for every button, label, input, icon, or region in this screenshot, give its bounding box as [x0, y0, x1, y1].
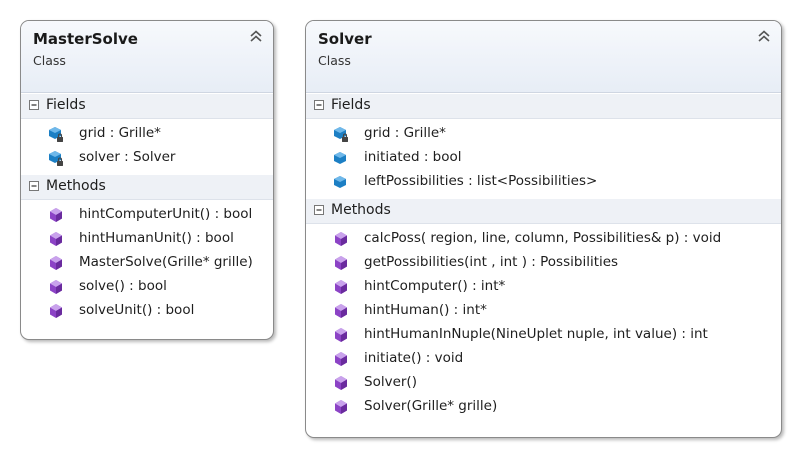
member-text: Solver() — [364, 374, 417, 390]
member-text: initiated : bool — [364, 149, 462, 165]
field-icon — [334, 176, 346, 188]
method-icon — [335, 400, 347, 414]
member-item[interactable]: initiated : bool — [306, 146, 781, 170]
member-item[interactable]: hintComputerUnit() : bool — [21, 203, 273, 227]
field-icon — [334, 152, 346, 164]
member-item[interactable]: grid : Grille* — [21, 122, 273, 146]
member-item[interactable]: MasterSolve(Grille* grille) — [21, 251, 273, 275]
member-text: hintHumanInNuple(NineUplet nuple, int va… — [364, 326, 708, 342]
private-field-icon — [49, 151, 63, 166]
member-item[interactable]: Solver() — [306, 371, 781, 395]
member-text: grid : Grille* — [364, 125, 446, 141]
method-icon — [335, 352, 347, 366]
member-text: getPossibilities(int , int ) : Possibili… — [364, 254, 619, 270]
method-icon — [50, 208, 62, 222]
member-item[interactable]: Solver(Grille* grille) — [306, 395, 781, 419]
method-icon — [335, 376, 347, 390]
member-item[interactable]: hintHuman() : int* — [306, 299, 781, 323]
class-header[interactable]: MasterSolve Class — [21, 21, 273, 93]
method-icon — [50, 232, 62, 246]
class-kind: Class — [318, 53, 351, 68]
collapse-toggle-icon[interactable] — [314, 205, 324, 215]
member-item[interactable]: getPossibilities(int , int ) : Possibili… — [306, 251, 781, 275]
class-name: MasterSolve — [33, 30, 138, 48]
member-item[interactable]: solver : Solver — [21, 146, 273, 170]
section-label: Methods — [331, 202, 391, 218]
member-item[interactable]: initiate() : void — [306, 347, 781, 371]
class-name: Solver — [318, 30, 372, 48]
class-header[interactable]: Solver Class — [306, 21, 781, 93]
member-list: grid : Grille* solver : Solver — [21, 119, 273, 174]
method-icon — [335, 304, 347, 318]
collapse-toggle-icon[interactable] — [29, 100, 39, 110]
section-label: Fields — [331, 97, 371, 113]
methods-section-header[interactable]: Methods — [21, 174, 273, 200]
method-icon — [50, 280, 62, 294]
class-kind: Class — [33, 53, 66, 68]
method-icon — [335, 328, 347, 342]
methods-section-header[interactable]: Methods — [306, 198, 781, 224]
collapse-toggle-icon[interactable] — [314, 100, 324, 110]
method-icon — [335, 280, 347, 294]
member-list: hintComputerUnit() : bool hintHumanUnit(… — [21, 200, 273, 327]
section-label: Methods — [46, 178, 106, 194]
collapse-icon[interactable] — [757, 29, 771, 43]
member-text: grid : Grille* — [79, 125, 161, 141]
member-item[interactable]: hintComputer() : int* — [306, 275, 781, 299]
member-list: calcPoss( region, line, column, Possibil… — [306, 224, 781, 423]
fields-section: Fields grid : Grille* initiated : bool — [306, 93, 781, 198]
member-list: grid : Grille* initiated : bool leftPoss… — [306, 119, 781, 198]
fields-section: Fields grid : Grille* solver — [21, 93, 273, 174]
method-icon — [50, 304, 62, 318]
member-text: hintComputerUnit() : bool — [79, 206, 253, 222]
member-text: MasterSolve(Grille* grille) — [79, 254, 253, 270]
fields-section-header[interactable]: Fields — [21, 93, 273, 119]
method-icon — [335, 232, 347, 246]
collapse-icon[interactable] — [249, 29, 263, 43]
member-text: hintComputer() : int* — [364, 278, 506, 294]
class-box-mastersolve[interactable]: MasterSolve Class Fields grid : Gril — [20, 20, 274, 340]
method-icon — [335, 256, 347, 270]
class-box-solver[interactable]: Solver Class Fields grid : Grille* — [305, 20, 782, 438]
member-text: solver : Solver — [79, 149, 176, 165]
member-text: solveUnit() : bool — [79, 302, 195, 318]
member-item[interactable]: grid : Grille* — [306, 122, 781, 146]
private-field-icon — [49, 127, 63, 142]
member-text: Solver(Grille* grille) — [364, 398, 498, 414]
private-field-icon — [334, 127, 348, 142]
method-icon — [50, 256, 62, 270]
member-text: solve() : bool — [79, 278, 167, 294]
member-text: leftPossibilities : list<Possibilities> — [364, 173, 598, 189]
member-text: initiate() : void — [364, 350, 464, 366]
member-text: calcPoss( region, line, column, Possibil… — [364, 230, 722, 246]
fields-section-header[interactable]: Fields — [306, 93, 781, 119]
methods-section: Methods hintComputerUnit() : bool hintHu… — [21, 174, 273, 327]
member-text: hintHuman() : int* — [364, 302, 487, 318]
collapse-toggle-icon[interactable] — [29, 181, 39, 191]
member-item[interactable]: solveUnit() : bool — [21, 299, 273, 323]
member-item[interactable]: hintHumanUnit() : bool — [21, 227, 273, 251]
member-text: hintHumanUnit() : bool — [79, 230, 234, 246]
member-item[interactable]: calcPoss( region, line, column, Possibil… — [306, 227, 781, 251]
member-item[interactable]: solve() : bool — [21, 275, 273, 299]
methods-section: Methods calcPoss( region, line, column, … — [306, 198, 781, 423]
member-item[interactable]: leftPossibilities : list<Possibilities> — [306, 170, 781, 194]
section-label: Fields — [46, 97, 86, 113]
member-item[interactable]: hintHumanInNuple(NineUplet nuple, int va… — [306, 323, 781, 347]
